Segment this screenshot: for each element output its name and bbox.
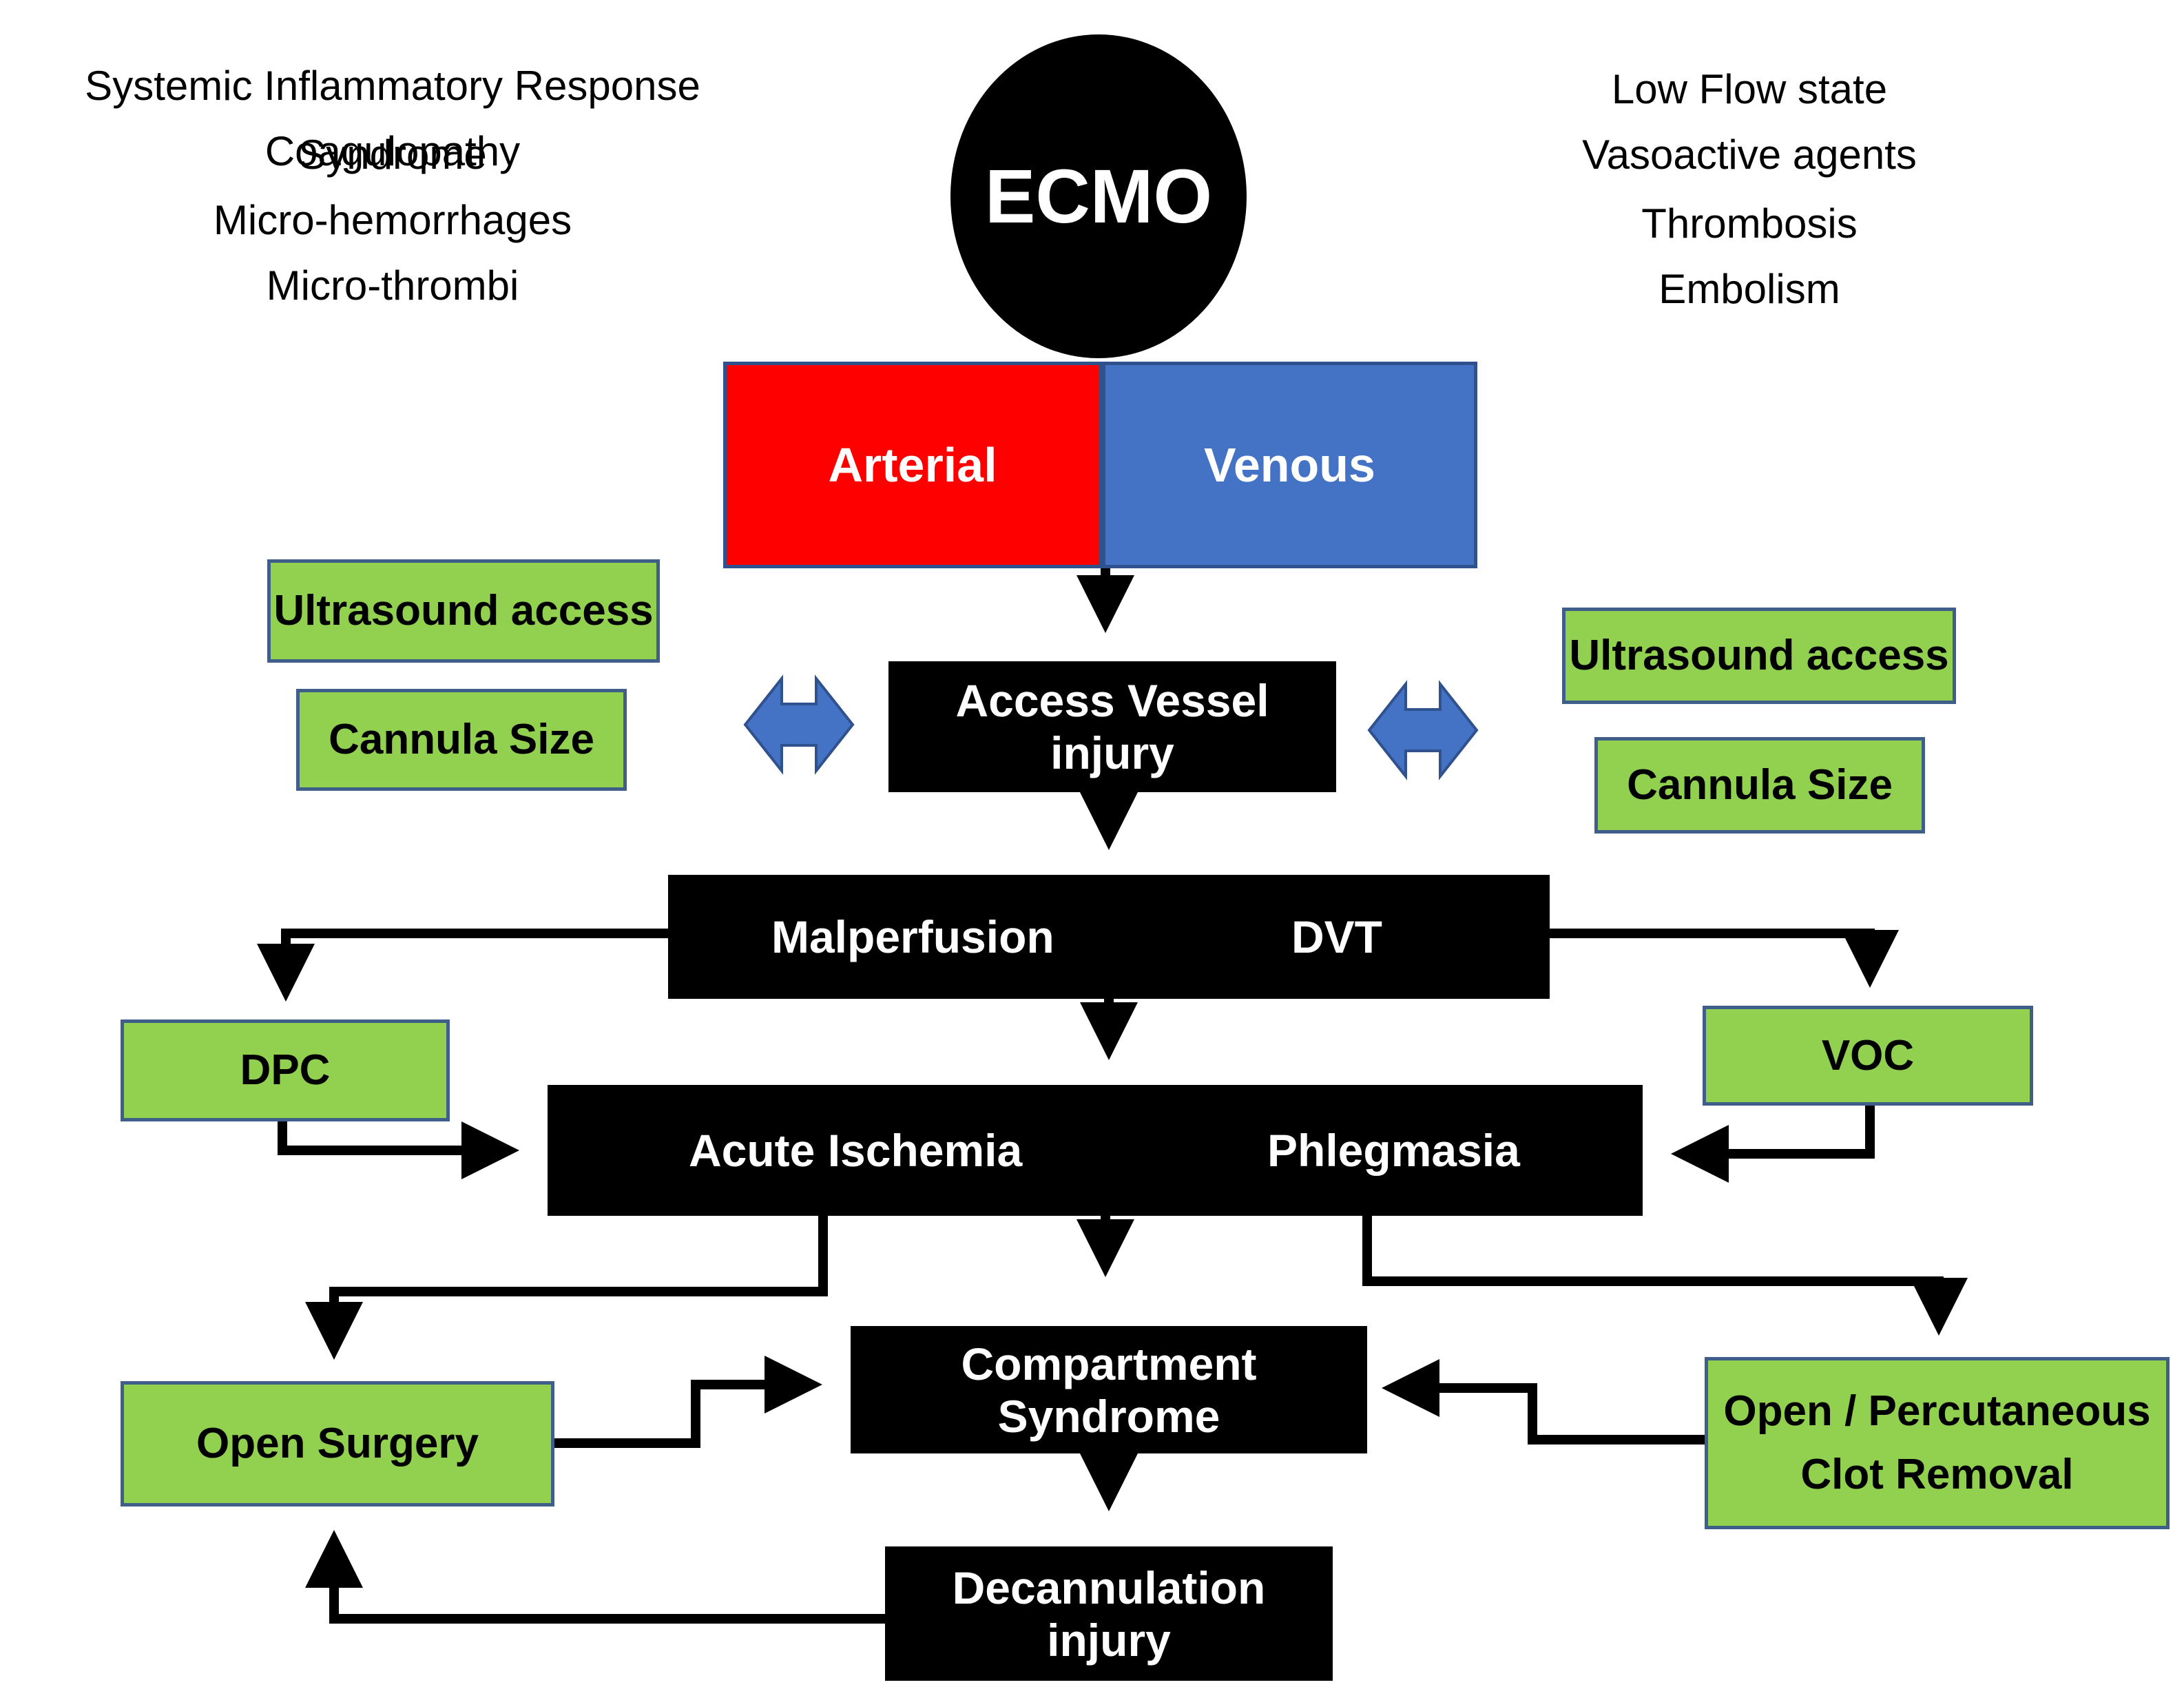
left-cannula-size-label: Cannula Size (329, 716, 594, 763)
clot-removal-line-2: Clot Removal (1800, 1451, 2074, 1498)
dvt-label: DVT (1291, 911, 1382, 962)
arrow-clot-removal-to-compartment (1382, 1359, 1712, 1445)
malperfusion-dvt-box: Malperfusion DVT (668, 875, 1550, 999)
open-surgery-box: Open Surgery (121, 1381, 554, 1507)
arrow-phlegmasia-to-clot-removal (1362, 1216, 1968, 1336)
left-note-coagulopathy: Coagulopathy (264, 128, 521, 174)
right-note-embolism: Embolism (1658, 266, 1840, 312)
arrow-dpc-to-ischemia (278, 1119, 519, 1179)
open-surgery-label: Open Surgery (196, 1420, 479, 1467)
right-ultrasound-access-label: Ultrasound access (1569, 632, 1949, 679)
right-cannula-size-label: Cannula Size (1627, 761, 1893, 809)
ecmo-label: ECMO (985, 154, 1212, 239)
right-note-low-flow: Low Flow state (1611, 66, 1888, 112)
clot-removal-line-1: Open / Percutaneous (1723, 1387, 2151, 1435)
arrow-dvt-to-voc (1550, 929, 1899, 988)
decannulation-injury-box: Decannulation injury (885, 1546, 1333, 1681)
decannulation-injury-label: Decannulation injury (952, 1562, 1266, 1666)
compartment-syndrome-label: Compartment Syndrome (961, 1338, 1257, 1442)
arrow-open-surgery-to-compartment (551, 1356, 822, 1448)
right-ultrasound-access-box: Ultrasound access (1562, 608, 1956, 704)
voc-box: VOC (1703, 1006, 2033, 1106)
arrow-decannulation-to-open-surgery (305, 1530, 888, 1624)
right-cannula-size-box: Cannula Size (1594, 737, 1925, 834)
clot-removal-box: Open / Percutaneous Clot Removal (1705, 1357, 2170, 1529)
malperfusion-label: Malperfusion (771, 911, 1054, 962)
right-note-vasoactive: Vasoactive agents (1582, 132, 1917, 178)
acute-ischemia-label: Acute Ischemia (689, 1125, 1023, 1176)
ecmo-node: ECMO (950, 34, 1247, 358)
arrow-ischemia-to-open-surgery (305, 1216, 828, 1360)
venous-box: Venous (1102, 362, 1477, 568)
compartment-syndrome-box: Compartment Syndrome (851, 1326, 1367, 1453)
ischemia-phlegmasia-box: Acute Ischemia Phlegmasia (548, 1085, 1643, 1216)
dpc-box: DPC (121, 1019, 450, 1121)
left-note-micro-hemorrhages: Micro-hemorrhages (213, 197, 572, 243)
left-ultrasound-access-label: Ultrasound access (273, 587, 654, 634)
access-vessel-injury-box: Access Vessel injury (888, 661, 1336, 792)
left-cannula-size-box: Cannula Size (296, 689, 627, 791)
phlegmasia-label: Phlegmasia (1267, 1125, 1520, 1176)
voc-label: VOC (1821, 1031, 1915, 1079)
arterial-label: Arterial (828, 438, 997, 492)
arrow-malperfusion-to-dpc (257, 929, 668, 1002)
dpc-label: DPC (240, 1046, 331, 1094)
left-ultrasound-access-box: Ultrasound access (267, 559, 660, 663)
double-arrow-left (743, 674, 855, 775)
venous-label: Venous (1204, 438, 1375, 492)
left-note-micro-thrombi: Micro-thrombi (266, 262, 519, 309)
arterial-box: Arterial (723, 362, 1102, 568)
arrow-voc-to-phlegmasia (1671, 1102, 1875, 1183)
right-note-thrombosis: Thrombosis (1641, 200, 1858, 247)
left-note-sirs: Systemic Inflammatory Response Syndrome (85, 63, 700, 178)
access-vessel-injury-label: Access Vessel injury (955, 675, 1269, 778)
double-arrow-right (1367, 680, 1479, 780)
